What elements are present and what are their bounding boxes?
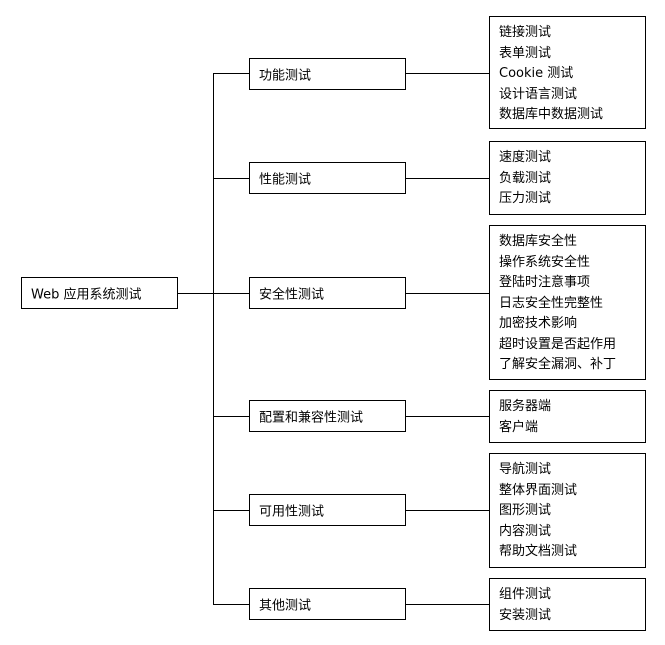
subtopic-item: 速度测试 — [499, 150, 552, 165]
subtopic-item: 组件测试 — [499, 587, 552, 602]
trunk-branch-connector — [213, 73, 249, 74]
root-label: Web 应用系统测试 — [31, 287, 142, 303]
trunk-line — [213, 73, 214, 605]
subtopic-item: 内容测试 — [499, 523, 552, 539]
subtopic-item: 导航测试 — [499, 462, 552, 477]
subtopic-item: 服务器端 — [499, 399, 552, 414]
subtopic-item: 帮助文档测试 — [499, 544, 578, 559]
subtopic-list: 服务器端 客户端 — [489, 390, 646, 443]
subtopic-item: 加密技术影响 — [499, 316, 578, 331]
branch-node: 配置和兼容性测试 — [249, 400, 406, 432]
subtopic-item: 日志安全性完整性 — [499, 295, 604, 311]
branch-label: 其他测试 — [259, 598, 312, 614]
subtopic-item: 客户端 — [499, 419, 539, 435]
subtopic-list: 速度测试 负载测试 压力测试 — [489, 141, 646, 215]
subtopic-list: 组件测试 安装测试 — [489, 578, 646, 631]
subtopic-item: 超时设置是否起作用 — [499, 336, 617, 352]
branch-node: 其他测试 — [249, 588, 406, 620]
trunk-branch-connector — [213, 178, 249, 179]
branch-label: 功能测试 — [259, 68, 312, 84]
subtopic-item: 数据库中数据测试 — [499, 107, 604, 122]
subtopic-item: 负载测试 — [499, 170, 552, 186]
trunk-branch-connector — [213, 416, 249, 417]
branch-label: 配置和兼容性测试 — [259, 410, 364, 426]
subtopic-item: 压力测试 — [499, 191, 552, 206]
subtopic-list: 链接测试 表单测试 Cookie 测试 设计语言测试 数据库中数据测试 — [489, 16, 646, 129]
root-node: Web 应用系统测试 — [21, 277, 178, 309]
subtopic-item: 数据库安全性 — [499, 234, 578, 249]
subtopic-item: 链接测试 — [499, 25, 552, 40]
branch-list-connector — [406, 416, 490, 417]
branch-list-connector — [406, 604, 490, 605]
root-connector — [178, 293, 214, 294]
branch-node: 性能测试 — [249, 162, 406, 194]
subtopic-item: 整体界面测试 — [499, 482, 578, 498]
subtopic-item: 了解安全漏洞、补丁 — [499, 357, 617, 372]
branch-list-connector — [406, 293, 490, 294]
subtopic-item: Cookie 测试 — [499, 66, 574, 81]
trunk-branch-connector — [213, 604, 249, 605]
branch-label: 性能测试 — [259, 172, 312, 188]
trunk-branch-connector — [213, 293, 249, 294]
subtopic-item: 安装测试 — [499, 607, 552, 623]
subtopic-list: 导航测试 整体界面测试 图形测试 内容测试 帮助文档测试 — [489, 453, 646, 568]
subtopic-item: 登陆时注意事项 — [499, 275, 591, 290]
subtopic-list: 数据库安全性 操作系统安全性 登陆时注意事项 日志安全性完整性 加密技术影响 超… — [489, 225, 646, 380]
trunk-branch-connector — [213, 510, 249, 511]
branch-list-connector — [406, 178, 490, 179]
branch-node: 安全性测试 — [249, 277, 406, 309]
branch-label: 安全性测试 — [259, 287, 325, 303]
branch-label: 可用性测试 — [259, 504, 325, 520]
subtopic-item: 表单测试 — [499, 45, 552, 61]
branch-list-connector — [406, 510, 490, 511]
branch-node: 可用性测试 — [249, 494, 406, 526]
subtopic-item: 设计语言测试 — [499, 86, 578, 102]
subtopic-item: 图形测试 — [499, 503, 552, 518]
branch-node: 功能测试 — [249, 58, 406, 90]
branch-list-connector — [406, 73, 490, 74]
subtopic-item: 操作系统安全性 — [499, 254, 591, 270]
